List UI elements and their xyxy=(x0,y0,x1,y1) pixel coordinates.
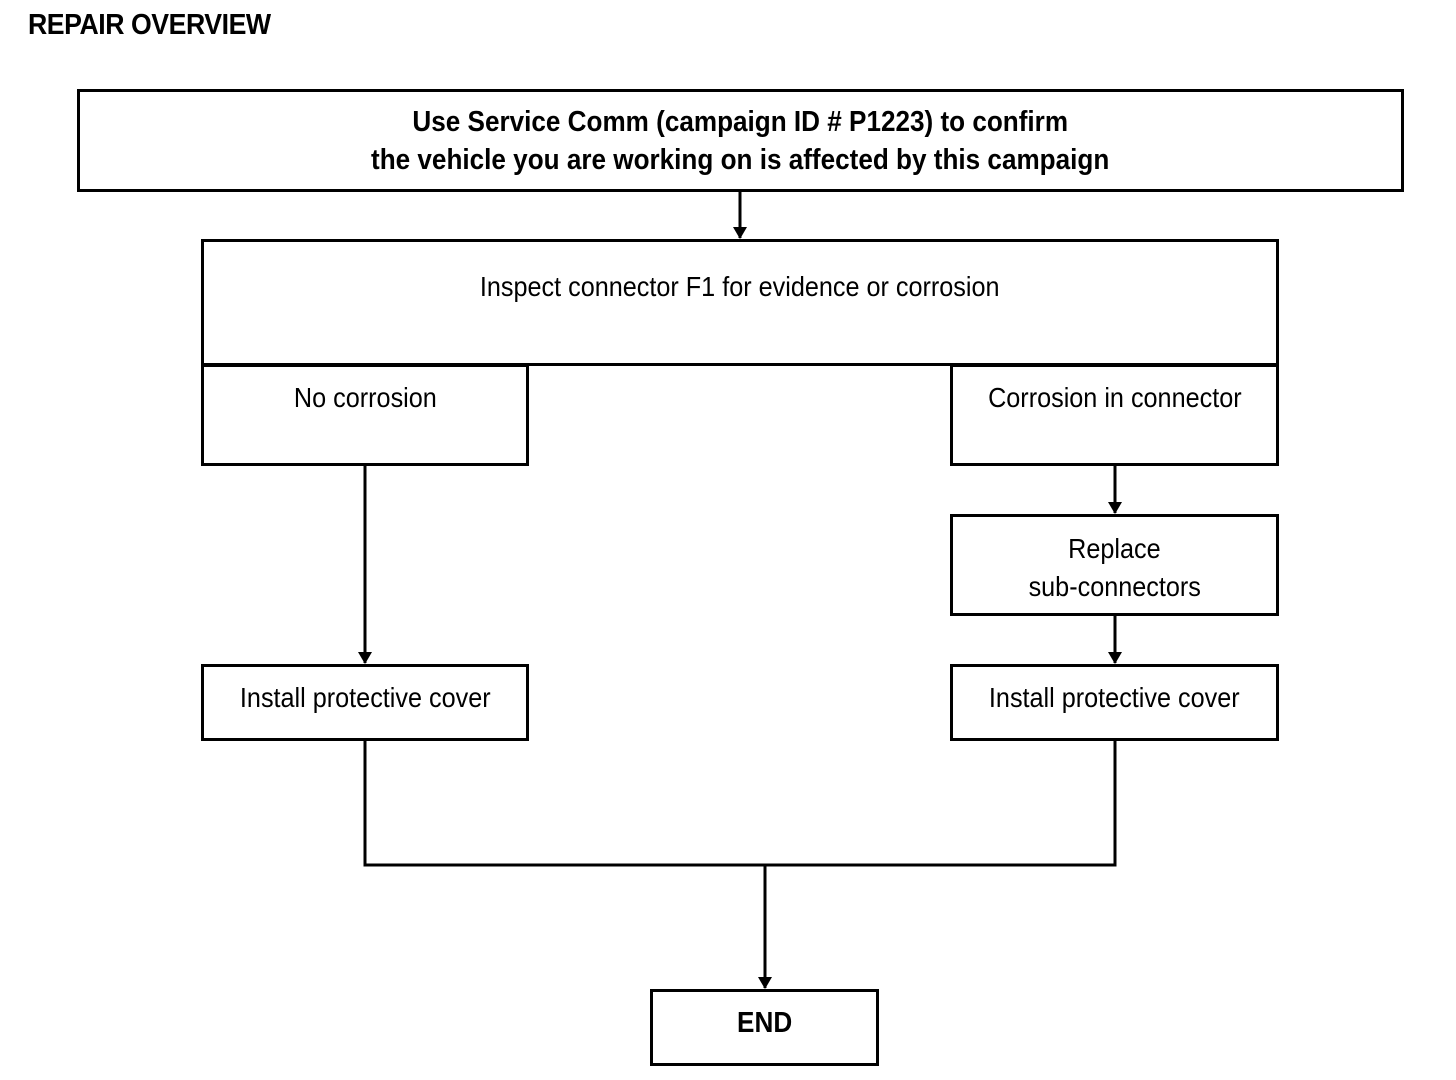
end-step-box: END xyxy=(650,989,879,1066)
page-title: REPAIR OVERVIEW xyxy=(28,9,271,41)
start-step-line-1: Use Service Comm (campaign ID # P1223) t… xyxy=(412,105,1069,138)
inspect-step-box: Inspect connector F1 for evidence or cor… xyxy=(201,239,1279,366)
start-step-line-2: the vehicle you are working on is affect… xyxy=(371,143,1110,176)
inspect-step-label: Inspect connector F1 for evidence or cor… xyxy=(480,271,1000,302)
no-corrosion-label: No corrosion xyxy=(293,382,437,413)
start-step-box: Use Service Comm (campaign ID # P1223) t… xyxy=(77,89,1404,192)
no-corrosion-branch-box: No corrosion xyxy=(201,364,529,466)
install-cover-right-box: Install protective cover xyxy=(950,664,1279,741)
merge-line xyxy=(363,741,1117,867)
replace-step-line-2: sub-connectors xyxy=(1028,571,1201,602)
install-cover-left-label: Install protective cover xyxy=(239,682,491,713)
end-label: END xyxy=(736,1007,793,1039)
replace-step-box: Replace sub-connectors xyxy=(950,514,1279,616)
install-cover-right-label: Install protective cover xyxy=(989,682,1240,713)
corrosion-label: Corrosion in connector xyxy=(987,382,1242,413)
install-cover-left-box: Install protective cover xyxy=(201,664,529,741)
corrosion-branch-box: Corrosion in connector xyxy=(950,364,1279,466)
replace-step-line-1: Replace xyxy=(1068,533,1161,564)
